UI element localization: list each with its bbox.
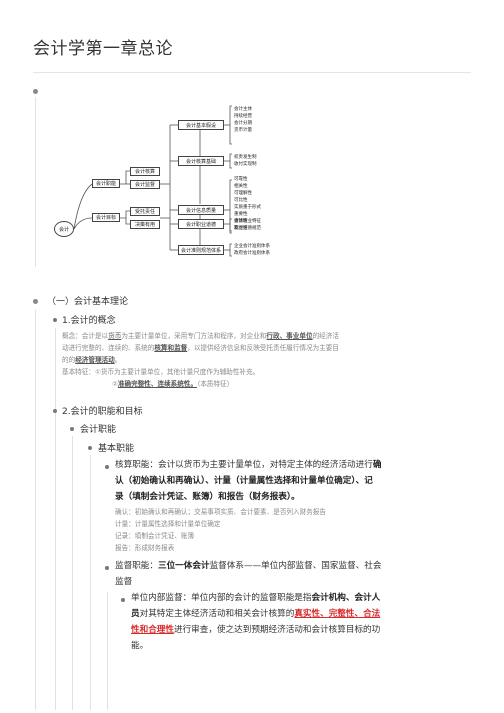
tree-guide-line <box>72 436 73 710</box>
basic-functions-heading: 基本职能 <box>98 444 135 454</box>
title-divider <box>33 72 471 73</box>
concept-line-3: 的的经济管理活动。 <box>62 356 122 364</box>
tree-guide-line <box>35 310 36 710</box>
concept-line-4: 基本特征：①货币为主要计量单位，其他计量尺度作为辅助性补充。 <box>62 368 260 376</box>
internal-supervision-line-3: 性和合理性进行审查，使之达到预期经济活动和会计核算目标的功 <box>131 625 381 635</box>
mm-node-goals: 会计目标 <box>92 213 120 222</box>
accounting-line-1: 核算职能：会计以货币为主要计量单位，对特定主体的经济活动进行确 <box>115 460 382 470</box>
mm-node-quality: 会计信息质量 <box>178 205 224 215</box>
internal-supervision-line-2: 员对其特定主体经济活动和相关会计核算的真实性、完整性、合法 <box>131 609 381 619</box>
bullet <box>105 566 109 570</box>
concept-line-2: 动进行完整的、连续的、系统的核算和监督，以提供经济信息和反映受托责任履行情况为主… <box>62 344 339 352</box>
concept-heading: 1.会计的概念 <box>62 316 116 326</box>
mm-root-node: 会计 <box>54 221 74 237</box>
functions-subheading: 会计职能 <box>80 425 117 435</box>
mm-node-standards: 会计准则规范体系 <box>178 245 224 255</box>
supervision-line-2: 监督 <box>115 577 133 587</box>
page-title: 会计学第一章总论 <box>33 39 173 59</box>
bullet <box>53 318 57 322</box>
accounting-note-3: 记录：填制会计凭证、账簿 <box>115 532 195 540</box>
tree-guide-line <box>55 328 56 710</box>
mm-leaves-basis: 权责发生制收付实现制 <box>234 155 257 167</box>
bullet <box>105 465 109 469</box>
mm-node-basis: 会计核算基础 <box>178 156 224 166</box>
tree-guide-line <box>35 97 36 267</box>
accounting-line-2: 认（初始确认和再确认）、计量（计量属性选择和计量单位确定）、记 <box>115 476 373 486</box>
bullet <box>33 299 38 304</box>
accounting-note-1: 确认：初始确认和再确认；交易事项实质、会计要素、是否列入财务报告 <box>115 508 326 516</box>
accounting-note-4: 报告：形成财务报表 <box>115 544 175 552</box>
mm-leaves-assumptions: 会计主体持续经营会计分期货币计量 <box>234 107 252 133</box>
concept-line-5: ②准确完整性、连续系统性。（本质特征） <box>112 380 234 388</box>
mm-node-ethics: 会计职业道德 <box>178 219 224 229</box>
bullet <box>88 446 92 450</box>
accounting-note-2: 计量：计量属性选择和计量单位确定 <box>115 520 221 528</box>
internal-supervision-line-4: 能。 <box>131 641 149 651</box>
bullet <box>70 427 74 431</box>
supervision-line-1: 监督职能：三位一体会计监督体系——单位内部监督、国家监督、社会 <box>115 561 382 571</box>
section-heading: （一）会计基本理论 <box>47 297 129 307</box>
mm-leaves-ethics: 会计职业特征职业道德规范 <box>234 219 261 231</box>
mm-node-trust: 受托责任 <box>130 207 160 216</box>
bullet <box>33 89 38 94</box>
functions-heading: 2.会计的职能和目标 <box>62 407 143 417</box>
mm-leaves-quality: 可靠性相关性可理解性可比性实质重于形式重要性谨慎性及时性 <box>234 177 261 231</box>
mm-node-decision: 决策有用 <box>130 220 160 229</box>
internal-supervision-line-1: 单位内部监督：单位内部的会计的监督职能是指会计机构、会计人 <box>131 593 381 603</box>
mm-leaves-standards: 企业会计准则体系政府会计准则体系 <box>234 244 270 256</box>
tree-guide-line <box>107 592 108 710</box>
tree-guide-line <box>90 455 91 710</box>
mm-node-core: 会计核算 <box>130 167 160 176</box>
mm-node-supervision: 会计监督 <box>130 180 160 189</box>
mind-map-connectors <box>73 105 232 257</box>
bullet <box>53 409 57 413</box>
bullet <box>121 598 125 602</box>
accounting-line-3: 录（填制会计凭证、账簿）和报告（财务报表）。 <box>115 492 300 502</box>
mm-node-functions: 会计职能 <box>92 179 120 188</box>
mm-node-assumptions: 会计基本假设 <box>178 120 224 130</box>
mind-map: 会计 会计职能 会计目标 会计核算 会计监督 受托责任 决策有用 会计基本假设 … <box>52 98 292 261</box>
concept-line-1: 概念：会计是以货币为主要计量单位，采用专门方法和程序，对企业和行政、事业单位的经… <box>62 332 339 340</box>
